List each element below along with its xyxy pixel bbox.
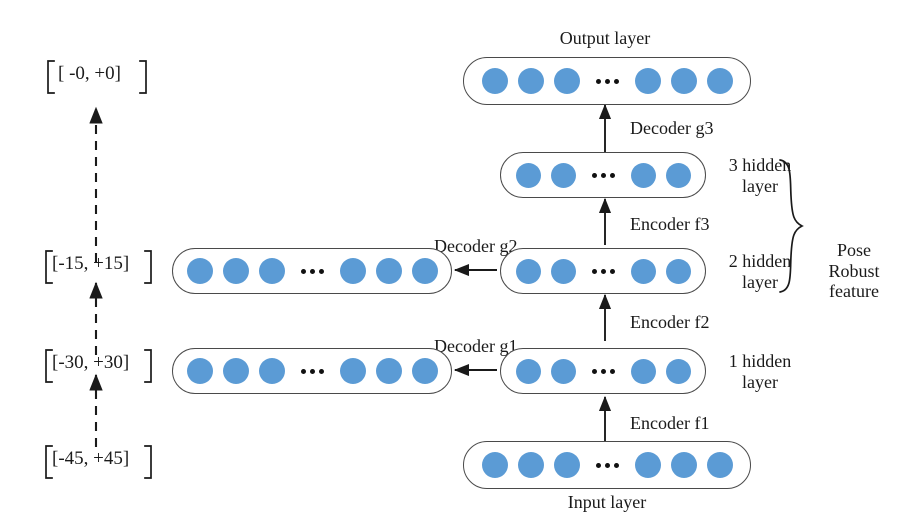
neuron: [222, 258, 249, 284]
neuron: [517, 452, 544, 478]
hidden-layer-3-label: 3 hidden layer: [714, 155, 806, 196]
neuron: [706, 68, 733, 94]
neuron: [706, 452, 733, 478]
pose-range-15: [-15, +15]: [52, 253, 130, 274]
hidden-layer-3-label-line2: layer: [742, 175, 778, 196]
hidden-layer-2-label: 2 hidden layer: [714, 251, 806, 292]
neuron: [670, 452, 697, 478]
pose-robust-line1: Pose: [836, 240, 871, 260]
encoder-f1-label: Encoder f1: [630, 413, 710, 433]
decoder-g2-label: Decoder g2: [434, 236, 518, 256]
hidden-layer-1: [500, 348, 706, 394]
pose-range-0: [ -0, +0]: [58, 63, 121, 84]
neuron: [222, 358, 249, 384]
output-layer-title: Output layer: [559, 28, 651, 48]
neuron: [550, 258, 576, 284]
encoder-f2-label: Encoder f2: [630, 312, 710, 332]
neuron: [517, 68, 544, 94]
ellipsis-icon: [590, 78, 625, 84]
input-layer: [463, 441, 751, 489]
neuron: [665, 162, 691, 188]
hidden-layer-1-label: 1 hidden layer: [714, 351, 806, 392]
pose-robust-line2: Robust: [828, 260, 880, 281]
neuron: [258, 358, 285, 384]
ellipsis-icon: [590, 462, 625, 468]
neuron: [339, 258, 366, 284]
neuron: [550, 162, 576, 188]
neuron: [515, 258, 541, 284]
bracket-45-r: [144, 445, 152, 479]
neuron: [630, 358, 656, 384]
ellipsis-icon: [586, 368, 621, 374]
hidden-layer-1-label-line2: layer: [742, 371, 778, 392]
neuron: [186, 358, 213, 384]
pose-robust-feature-label: Pose Robust feature: [812, 240, 896, 302]
neuron: [481, 452, 508, 478]
neuron: [630, 258, 656, 284]
bracket-0-r: [139, 60, 147, 94]
neuron: [665, 258, 691, 284]
neuron: [339, 358, 366, 384]
neuron: [186, 258, 213, 284]
bracket-0: [47, 60, 55, 94]
hidden-layer-3: [500, 152, 706, 198]
neuron: [550, 358, 576, 384]
neuron: [630, 162, 656, 188]
pose-robust-line3: feature: [829, 281, 879, 302]
decoder-g1-label: Decoder g1: [434, 336, 518, 356]
pose-range-30: [-30, +30]: [52, 352, 130, 373]
hidden-layer-3-label-line1: 3 hidden: [728, 155, 792, 175]
neuron: [375, 258, 402, 284]
neuron: [553, 68, 580, 94]
neuron: [481, 68, 508, 94]
input-layer-title: Input layer: [567, 492, 647, 512]
neuron: [553, 452, 580, 478]
encoder-f3-label: Encoder f3: [630, 214, 710, 234]
hidden-layer-2: [500, 248, 706, 294]
decoder-g2-output: [172, 248, 452, 294]
ellipsis-icon: [586, 268, 621, 274]
neuron: [411, 358, 438, 384]
neuron: [515, 358, 541, 384]
hidden-layer-2-label-line1: 2 hidden: [728, 251, 792, 271]
neuron: [515, 162, 541, 188]
decoder-g1-output: [172, 348, 452, 394]
neuron: [634, 452, 661, 478]
output-layer: [463, 57, 751, 105]
pose-range-45: [-45, +45]: [52, 448, 130, 469]
neuron: [375, 358, 402, 384]
bracket-30-r: [144, 349, 152, 383]
neuron: [665, 358, 691, 384]
neuron: [634, 68, 661, 94]
neuron: [670, 68, 697, 94]
neuron: [258, 258, 285, 284]
hidden-layer-1-label-line1: 1 hidden: [728, 351, 792, 371]
decoder-g3-label: Decoder g3: [630, 118, 714, 138]
ellipsis-icon: [586, 172, 621, 178]
ellipsis-icon: [295, 368, 330, 374]
neuron: [411, 258, 438, 284]
ellipsis-icon: [295, 268, 330, 274]
bracket-15-r: [144, 250, 152, 284]
hidden-layer-2-label-line2: layer: [742, 271, 778, 292]
